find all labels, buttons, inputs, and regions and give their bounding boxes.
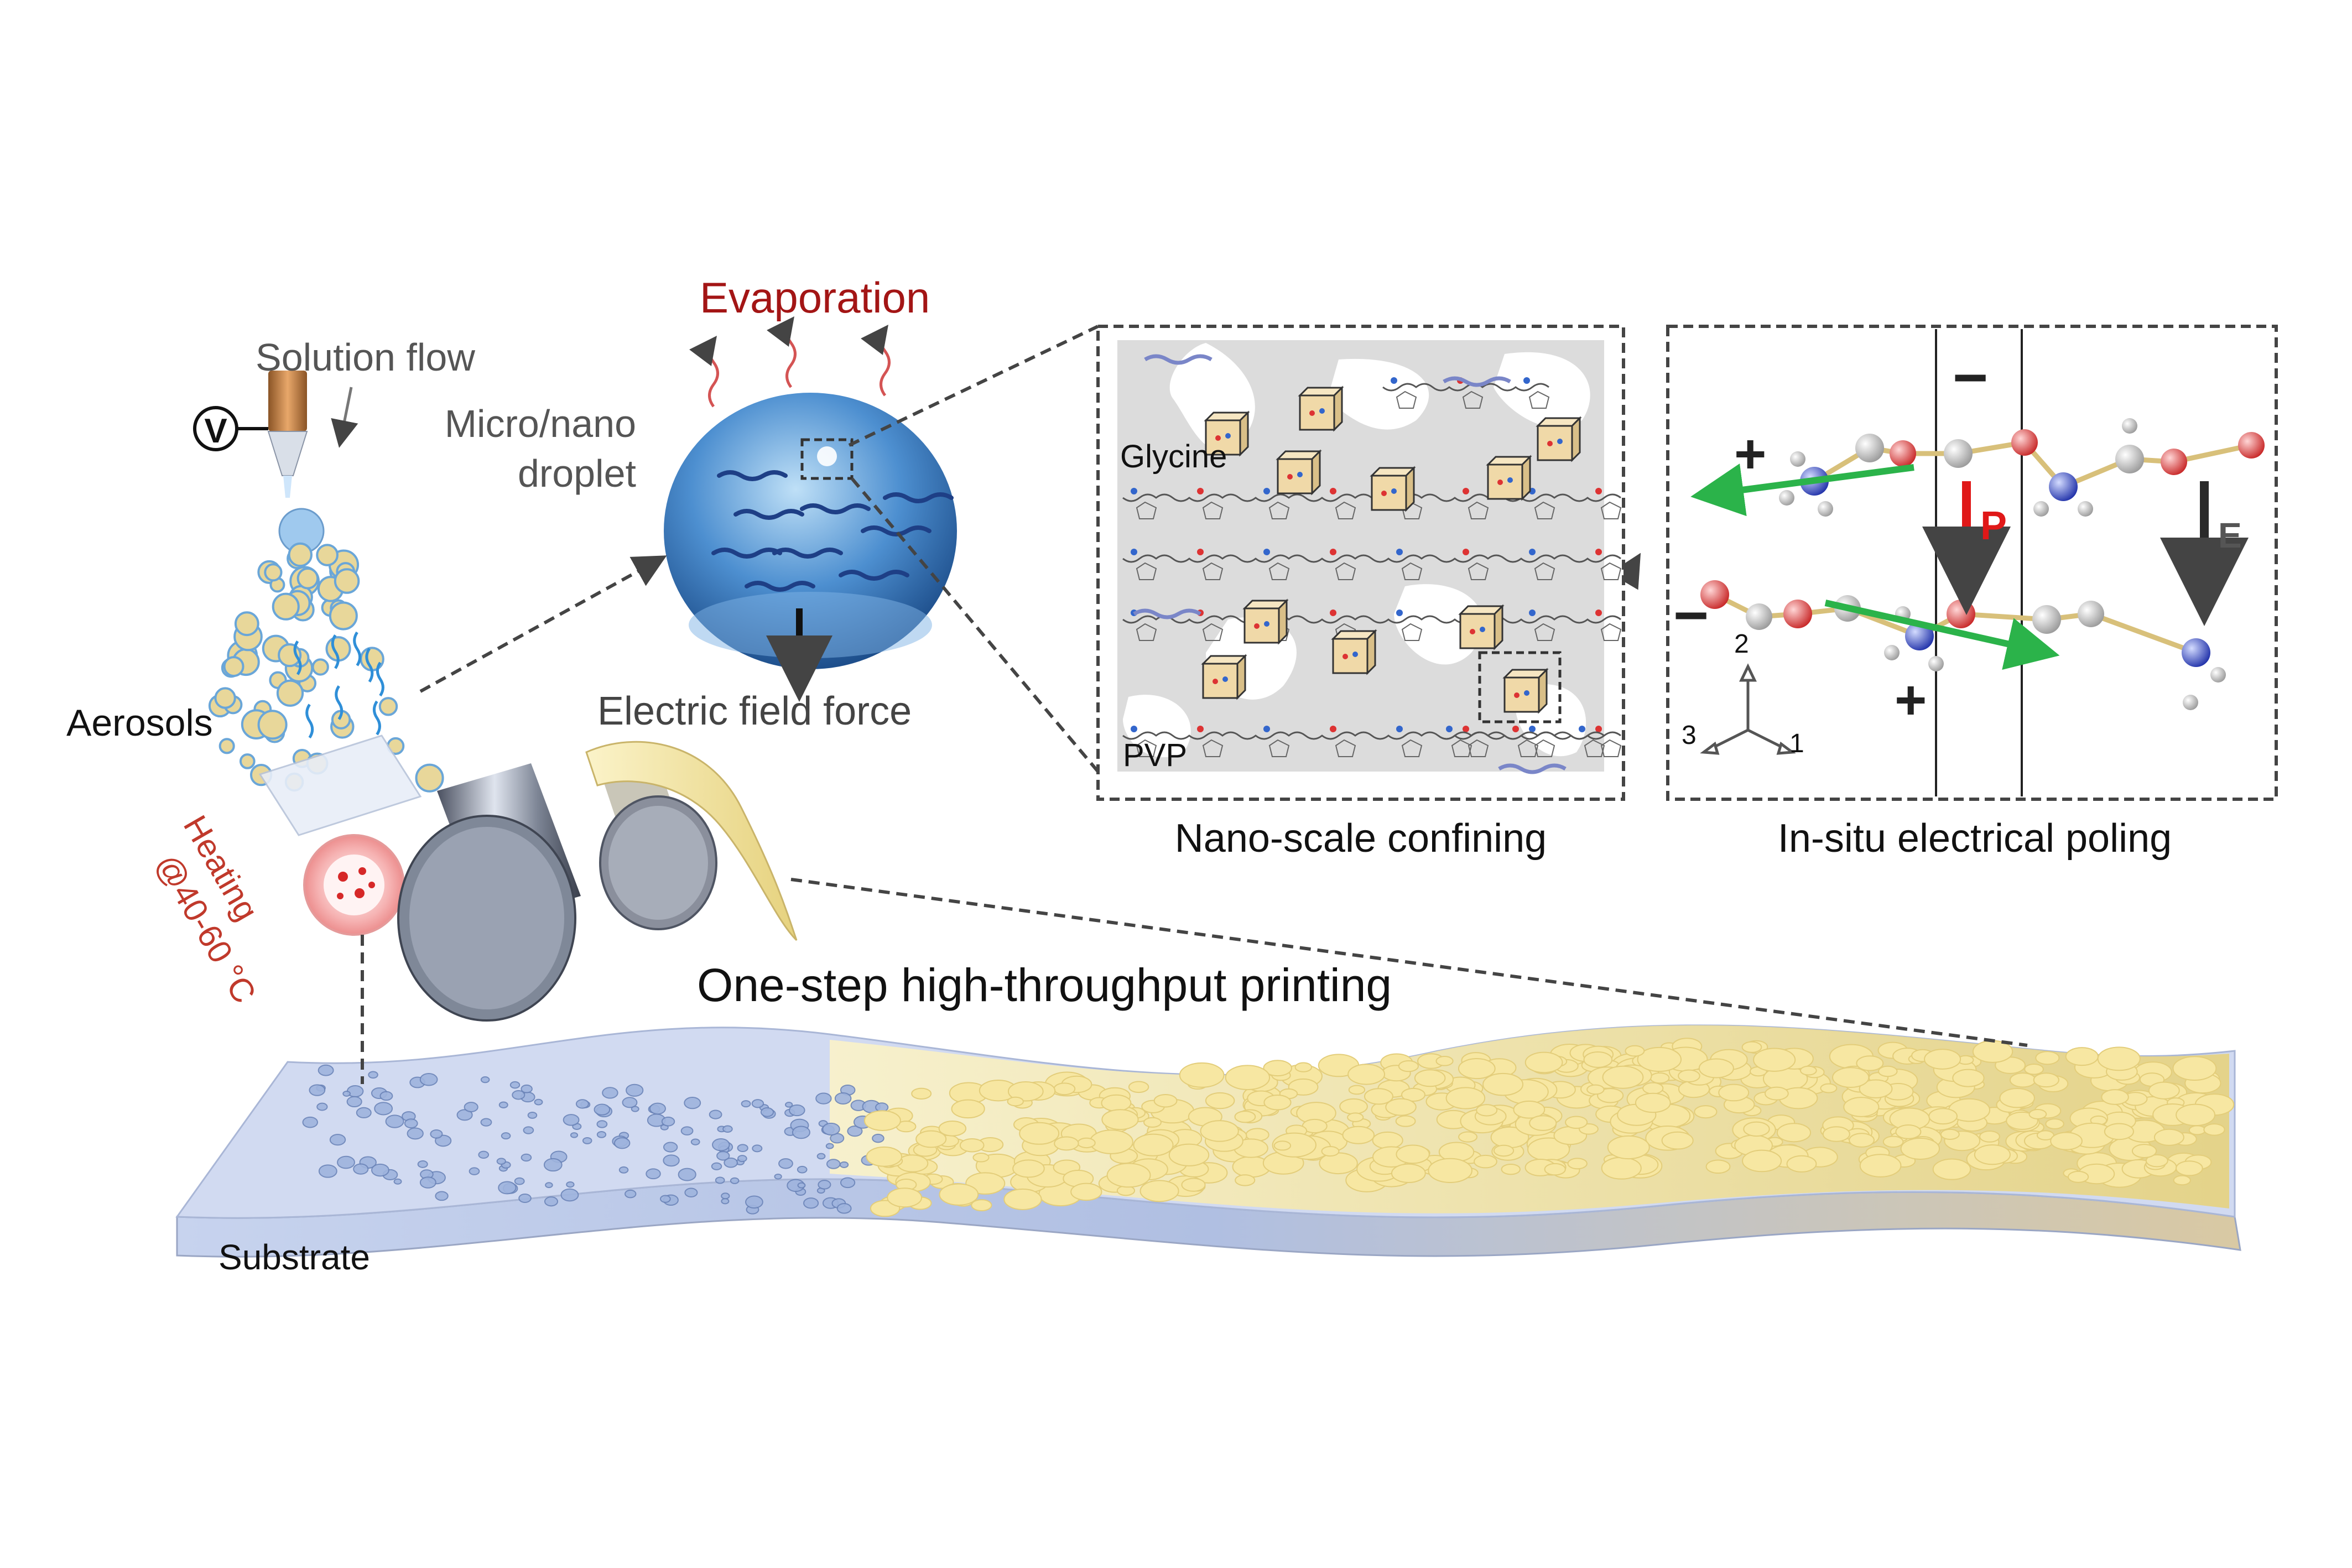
micro-nano-droplet (664, 393, 957, 669)
axis-3-label: 3 (1682, 721, 1697, 750)
nano-confining-panel (1096, 325, 1625, 801)
minus-sign-lower: − (1673, 581, 1709, 649)
solution-flow-arrow (331, 387, 358, 448)
evaporation-wavy-arrows (689, 316, 891, 408)
micro-nano-label-line1: Micro/nano (445, 402, 636, 445)
printing-title: One-step high-throughput printing (697, 959, 1392, 1011)
nozzle (267, 371, 308, 498)
voltage-label: V (204, 412, 227, 450)
evaporation-label: Evaporation (700, 273, 930, 322)
pvp-label: PVP (1123, 737, 1187, 773)
aerosols-label: Aerosols (66, 702, 213, 744)
polarization-label: P (1980, 504, 2007, 548)
aerosol-droplets (208, 508, 444, 793)
field-label: E (2218, 515, 2242, 555)
axis-2-label: 2 (1734, 629, 1749, 659)
voltage-symbol (193, 406, 268, 451)
glycine-label: Glycine (1120, 439, 1227, 475)
poling-panel (1666, 325, 2278, 801)
plus-sign-lower: + (1895, 669, 1927, 731)
solution-flow-label: Solution flow (256, 336, 475, 379)
steel-roller (397, 763, 581, 1022)
printed-sheet (585, 741, 798, 941)
nano-confining-caption: Nano-scale confining (1175, 816, 1547, 861)
axis-triad (1700, 663, 1796, 755)
micro-nano-label-line2: droplet (518, 452, 636, 495)
substrate-film (175, 1024, 2241, 1258)
minus-sign-upper: − (1953, 343, 1988, 411)
electric-field-force-label: Electric field force (597, 689, 912, 733)
substrate-label: Substrate (218, 1237, 370, 1277)
poling-caption: In-situ electrical poling (1778, 816, 2172, 861)
axis-1-label: 1 (1789, 729, 1804, 758)
heating-roller (258, 734, 422, 936)
printed-particles (302, 1038, 2235, 1217)
plus-sign-upper: + (1734, 423, 1766, 485)
